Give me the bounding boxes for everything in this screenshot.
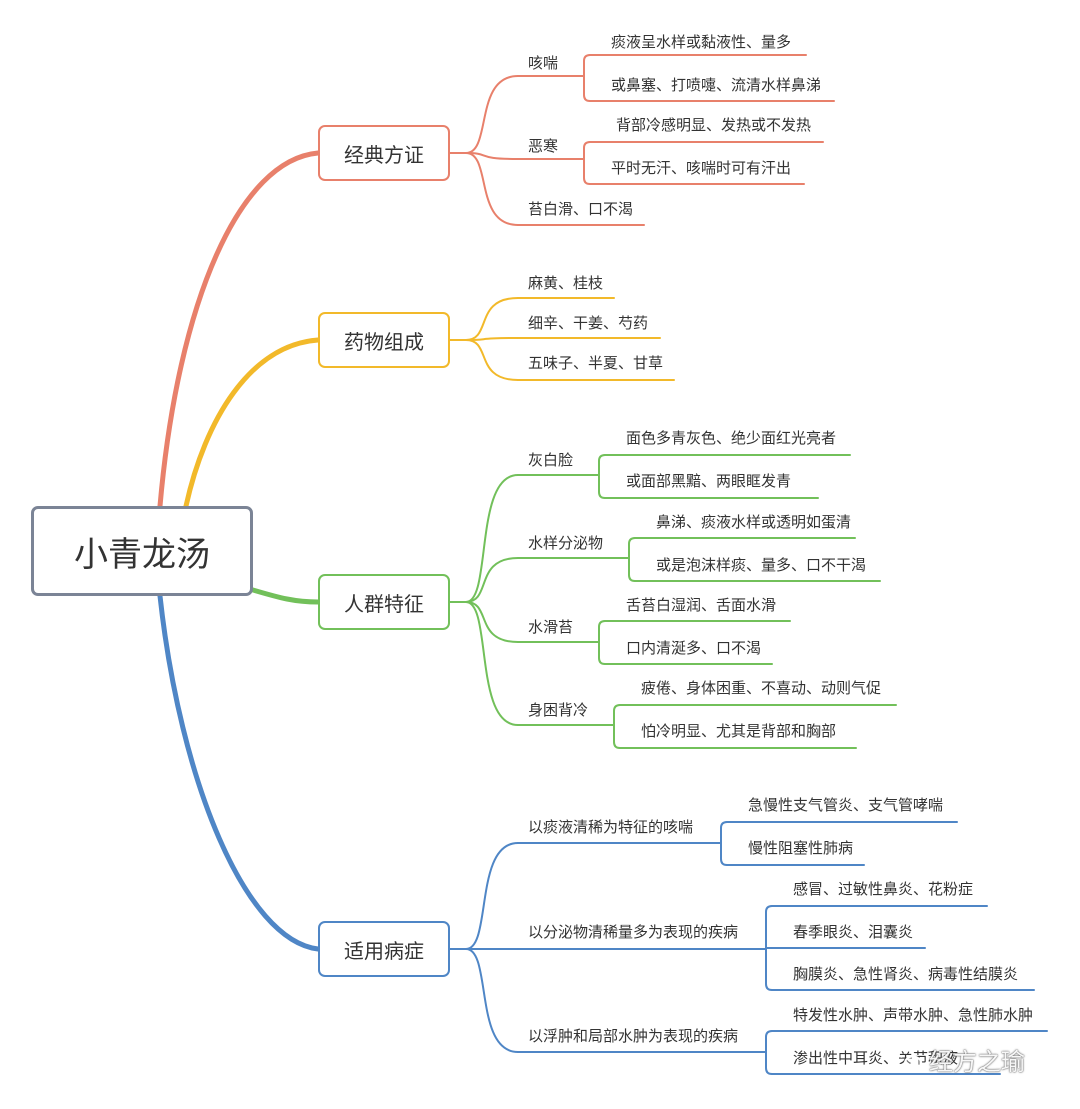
leaf-bracket <box>583 75 591 102</box>
leaf-topic[interactable]: 痰液呈水样或黏液性、量多 <box>611 33 792 51</box>
root-link <box>157 593 321 952</box>
branch-composition[interactable]: 药物组成 <box>318 312 450 368</box>
leaf-topic[interactable]: 面色多青灰色、绝少面红光亮者 <box>626 429 837 447</box>
subtopic[interactable]: 苔白滑、口不渴 <box>528 200 634 218</box>
leaf-topic[interactable]: 感冒、过敏性鼻炎、花粉症 <box>793 880 974 898</box>
leaf-bracket <box>628 537 636 559</box>
leaf-topic[interactable]: 或面部黑黯、两眼眶发青 <box>626 472 792 490</box>
subtopic[interactable]: 五味子、半夏、甘草 <box>528 354 664 372</box>
leaf-topic[interactable]: 渗出性中耳炎、关节积液 <box>793 1049 959 1067</box>
leaf-bracket <box>613 704 621 726</box>
watermark-text: 经方之瑜 <box>929 1048 1025 1076</box>
subtopic-link <box>465 152 519 160</box>
subtopic-link <box>465 948 519 1053</box>
leaf-bracket <box>765 1030 773 1053</box>
subtopic-link <box>465 601 519 726</box>
subtopic[interactable]: 水样分泌物 <box>528 534 604 552</box>
leaf-topic[interactable]: 或是泡沫样痰、量多、口不干渴 <box>656 556 867 574</box>
leaf-topic[interactable]: 胸膜炎、急性肾炎、病毒性结膜炎 <box>793 965 1019 983</box>
subtopic-link <box>465 557 519 603</box>
subtopic-link <box>465 842 519 950</box>
leaf-bracket <box>583 158 591 185</box>
leaf-topic[interactable]: 背部冷感明显、发热或不发热 <box>616 116 812 134</box>
leaf-topic[interactable]: 口内清涎多、口不渴 <box>626 639 762 657</box>
branch-classic-syndrome[interactable]: 经典方证 <box>318 125 450 181</box>
subtopic-link <box>465 601 519 643</box>
leaf-bracket <box>598 641 606 665</box>
wechat-logo-icon <box>894 1048 922 1070</box>
leaf-topic[interactable]: 急慢性支气管炎、支气管哮喘 <box>748 796 944 814</box>
subtopic[interactable]: 以痰液清稀为特征的咳喘 <box>528 818 694 836</box>
leaf-bracket <box>765 948 773 991</box>
subtopic[interactable]: 麻黄、桂枝 <box>528 274 604 292</box>
subtopic-link <box>465 152 519 226</box>
subtopic[interactable]: 灰白脸 <box>528 451 574 469</box>
leaf-bracket <box>583 141 591 160</box>
leaf-topic[interactable]: 疲倦、身体困重、不喜动、动则气促 <box>641 679 882 697</box>
root-link <box>250 587 321 605</box>
subtopic-link <box>465 339 519 381</box>
branch-label: 适用病症 <box>344 938 424 963</box>
branch-label: 药物组成 <box>344 329 424 354</box>
subtopic-link <box>465 474 519 603</box>
leaf-topic[interactable]: 春季眼炎、泪囊炎 <box>793 923 914 941</box>
branch-indications[interactable]: 适用病症 <box>318 921 450 977</box>
leaf-topic[interactable]: 慢性阻塞性肺病 <box>748 839 854 857</box>
leaf-topic[interactable]: 舌苔白湿润、舌面水滑 <box>626 596 777 614</box>
root-topic-label: 小青龙汤 <box>74 534 210 575</box>
leaf-bracket <box>628 557 636 582</box>
leaf-bracket <box>613 724 621 749</box>
leaf-bracket <box>720 842 728 866</box>
subtopic[interactable]: 以浮肿和局部水肿为表现的疾病 <box>528 1027 739 1045</box>
subtopic-link <box>465 75 519 154</box>
subtopic-link <box>465 337 519 341</box>
leaf-bracket <box>765 905 773 950</box>
leaf-bracket <box>598 474 606 499</box>
subtopic[interactable]: 以分泌物清稀量多为表现的疾病 <box>528 923 739 941</box>
leaf-topic[interactable]: 特发性水肿、声带水肿、急性肺水肿 <box>793 1006 1034 1024</box>
leaf-bracket <box>583 54 591 77</box>
subtopic[interactable]: 恶寒 <box>528 137 559 155</box>
leaf-topic[interactable]: 鼻涕、痰液水样或透明如蛋清 <box>656 513 852 531</box>
subtopic[interactable]: 咳喘 <box>528 54 559 72</box>
branch-population-features[interactable]: 人群特征 <box>318 574 450 630</box>
root-link <box>183 337 321 509</box>
leaf-topic[interactable]: 或鼻塞、打喷嚏、流清水样鼻涕 <box>611 76 822 94</box>
subtopic[interactable]: 身困背冷 <box>528 701 589 719</box>
branch-label: 人群特征 <box>344 591 424 616</box>
branch-label: 经典方证 <box>344 142 424 167</box>
watermark: 经方之瑜 <box>893 1042 1025 1077</box>
subtopic-link <box>465 297 519 341</box>
root-link <box>157 150 321 509</box>
leaf-bracket <box>765 1051 773 1075</box>
root-topic[interactable]: 小青龙汤 <box>31 506 253 596</box>
subtopic[interactable]: 细辛、干姜、芍药 <box>528 314 649 332</box>
subtopic[interactable]: 水滑苔 <box>528 618 574 636</box>
leaf-bracket <box>720 821 728 844</box>
leaf-bracket <box>598 454 606 476</box>
leaf-topic[interactable]: 怕冷明显、尤其是背部和胸部 <box>641 722 837 740</box>
leaf-topic[interactable]: 平时无汗、咳喘时可有汗出 <box>611 159 792 177</box>
leaf-bracket <box>598 620 606 643</box>
